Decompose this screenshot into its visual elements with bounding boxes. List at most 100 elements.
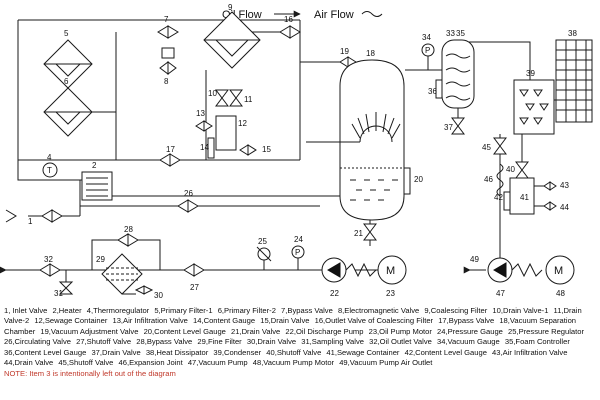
air-flow-wave-icon [361, 11, 383, 17]
label-41: 41 [520, 193, 529, 202]
heat-dissipator-38 [555, 39, 593, 123]
legend-item: 9,Coalescing Filter [424, 306, 488, 315]
label-40: 40 [506, 165, 515, 174]
legend-item: 35,Foam Controller [504, 337, 570, 347]
valve-44-drain[interactable] [534, 201, 557, 211]
label-2: 2 [92, 161, 97, 170]
label-38: 38 [568, 29, 577, 38]
label-21: 21 [354, 229, 363, 238]
valve-32-oil-outlet[interactable] [39, 263, 61, 277]
label-29: 29 [96, 255, 105, 264]
component-legend: 1, Inlet Valve 2,Heater 4,Thermoregulato… [4, 306, 596, 380]
item-number-labels: 1 2 4 5 6 7 8 9 10 11 12 13 14 15 16 17 … [28, 3, 577, 300]
content-level-gauge-36 [435, 79, 443, 99]
label-22: 22 [330, 289, 339, 298]
valve-1-inlet[interactable] [5, 209, 63, 223]
legend-item: 37,Drain Valve [91, 347, 141, 357]
legend-item: 24,Pressure Gauge [437, 326, 503, 336]
label-17: 17 [166, 145, 175, 154]
valve-30-drain[interactable] [122, 285, 154, 295]
label-42: 42 [494, 193, 503, 202]
label-35: 35 [456, 29, 465, 38]
label-43: 43 [560, 181, 569, 190]
valve-10-drain[interactable] [215, 89, 229, 107]
valve-45-shutoff[interactable] [493, 137, 507, 155]
pump-coupling-22 [345, 262, 377, 278]
label-14: 14 [200, 143, 209, 152]
legend-item: 34,Vacuum Gauge [436, 337, 500, 347]
expansion-joint-46 [496, 163, 504, 197]
label-25: 25 [258, 237, 267, 246]
oil-discharge-pump-22 [321, 257, 347, 283]
label-8: 8 [164, 77, 169, 86]
legend-item: 11,Drain Valve-2 [4, 306, 582, 326]
legend-item: 4,Thermoregulator [86, 306, 150, 315]
valve-28-bypass[interactable] [117, 233, 139, 247]
legend-item: 22,Oil Discharge Pump [285, 326, 364, 336]
label-19: 19 [340, 47, 349, 56]
heater-2 [81, 171, 113, 201]
sewage-container-12 [215, 115, 237, 151]
label-23: 23 [386, 289, 395, 298]
content-level-gauge-20 [403, 167, 411, 195]
valve-16-outlet[interactable] [279, 25, 301, 39]
pump-coupling-47 [511, 262, 543, 278]
label-20: 20 [414, 175, 423, 184]
valve-27-shutoff[interactable] [183, 263, 205, 277]
legend-item: 6,Primary Filter-2 [217, 306, 276, 315]
legend-item: 30,Drain Valve [246, 337, 297, 347]
label-48: 48 [556, 289, 565, 298]
legend-item: 8,Electromagnetic Valve [337, 306, 420, 315]
legend-item: 40,Shutoff Valve [266, 347, 322, 357]
valve-43-air-infiltration[interactable] [534, 181, 557, 191]
valve-31-sampling[interactable] [58, 270, 74, 295]
label-32: 32 [44, 255, 53, 264]
air-flow-label: Air Flow [314, 9, 354, 21]
legend-item: 43,Air Infiltration Valve [492, 347, 568, 357]
legend-item: 15,Drain Valve [260, 316, 310, 326]
legend-item: 25,Pressure Regulator [508, 326, 585, 336]
legend-item: 14,Content Gauge [193, 316, 256, 326]
valve-15-drain[interactable] [239, 144, 257, 156]
label-47: 47 [496, 289, 505, 298]
pressure-regulator-25[interactable] [256, 246, 272, 270]
label-4: 4 [47, 153, 52, 162]
legend-item: 46,Expansion Joint [118, 358, 183, 368]
legend-item: 18,Vacuum Separation Chamber [4, 316, 577, 336]
legend-item: 29,Fine Filter [197, 337, 242, 347]
valve-7-bypass[interactable] [157, 25, 179, 39]
label-34: 34 [422, 33, 431, 42]
valve-21-drain[interactable] [363, 223, 377, 241]
label-45: 45 [482, 143, 491, 152]
legend-item: 48,Vacuum Pump Motor [252, 358, 335, 368]
legend-item: 44,Drain Valve [4, 358, 54, 368]
valve-11-drain[interactable] [229, 89, 243, 107]
oil-pump-motor-23: M [377, 255, 407, 285]
thermoregulator-symbol: T [47, 166, 52, 175]
label-39: 39 [526, 69, 535, 78]
valve-8-electromagnetic[interactable] [159, 47, 177, 75]
label-12: 12 [238, 119, 247, 128]
legend-item: 42,Content Level Gauge [404, 347, 487, 357]
content-level-gauge-42 [503, 191, 511, 211]
valve-13-air-infiltration[interactable] [195, 120, 213, 132]
foam-controller-35 [441, 39, 475, 109]
legend-item: 19,Vacuum Adjustment Valve [40, 326, 139, 336]
flow-legend-header: Oil Flow Air Flow [222, 9, 383, 21]
valve-40-shutoff[interactable] [515, 161, 529, 179]
legend-item: 41,Sewage Container [326, 347, 400, 357]
label-18: 18 [366, 49, 375, 58]
valve-37-drain[interactable] [451, 108, 465, 135]
legend-item: 12,Sewage Container [34, 316, 108, 326]
label-10: 10 [208, 89, 217, 98]
label-44: 44 [560, 203, 569, 212]
legend-item: 2,Heater [52, 306, 82, 315]
legend-item: 16,Outlet Valve of Coalescing Filter [314, 316, 434, 326]
label-33: 33 [446, 29, 455, 38]
valve-17-bypass[interactable] [159, 153, 181, 167]
primary-filter-1 [43, 39, 93, 89]
label-7: 7 [164, 15, 169, 24]
valve-26-circulating[interactable] [177, 199, 199, 213]
label-30: 30 [154, 291, 163, 300]
label-11: 11 [244, 95, 253, 104]
